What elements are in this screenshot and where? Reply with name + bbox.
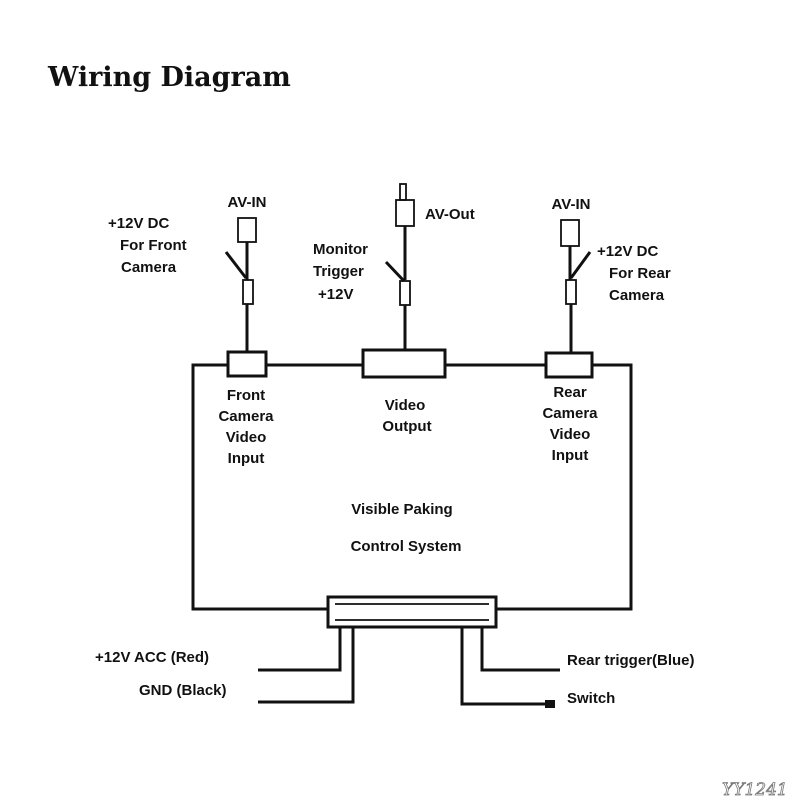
switch-wire-label: Switch — [567, 690, 615, 707]
monitor-trigger-line-2: Trigger — [313, 263, 364, 280]
front-av-in-label: AV-IN — [228, 194, 267, 211]
power-harness — [258, 595, 560, 708]
front-camera-connector — [224, 217, 268, 378]
rear-trigger-wire-label: Rear trigger(Blue) — [567, 652, 695, 669]
front-input-line-2: Camera — [218, 408, 274, 425]
rear-power-line-1: +12V DC — [597, 243, 658, 260]
front-power-line-2: For Front — [120, 237, 187, 254]
rear-input-line-2: Camera — [542, 405, 598, 422]
video-output-connector — [361, 183, 447, 379]
system-name-line-2: Control System — [351, 538, 462, 555]
acc-wire-label: +12V ACC (Red) — [95, 649, 209, 666]
rear-input-line-4: Input — [552, 447, 589, 464]
video-output-port — [361, 348, 447, 379]
harness-connector — [326, 595, 498, 629]
monitor-trigger-line-3: +12V — [318, 286, 353, 303]
watermark: YY1241 — [722, 780, 788, 800]
system-name-line-1: Visible Paking — [351, 501, 452, 518]
rear-camera-input-port — [544, 351, 594, 379]
rear-input-line-1: Rear — [553, 384, 587, 401]
switch-terminal — [545, 700, 555, 708]
front-input-line-1: Front — [227, 387, 265, 404]
front-camera-input-port — [226, 350, 268, 378]
video-output-line-2: Output — [382, 418, 431, 435]
rear-power-line-3: Camera — [609, 287, 665, 304]
monitor-trigger-line-1: Monitor — [313, 241, 368, 258]
rear-camera-connector — [544, 219, 594, 379]
front-input-line-4: Input — [228, 450, 265, 467]
av-out-label: AV-Out — [425, 206, 475, 223]
front-input-line-3: Video — [226, 429, 267, 446]
gnd-wire-label: GND (Black) — [139, 682, 227, 699]
rear-av-in-label: AV-IN — [552, 196, 591, 213]
diagram-title: Wiring Diagram — [47, 62, 291, 93]
rear-input-line-3: Video — [550, 426, 591, 443]
front-power-line-3: Camera — [121, 259, 177, 276]
video-output-line-1: Video — [385, 397, 426, 414]
rear-power-line-2: For Rear — [609, 265, 671, 282]
front-power-line-1: +12V DC — [108, 215, 169, 232]
